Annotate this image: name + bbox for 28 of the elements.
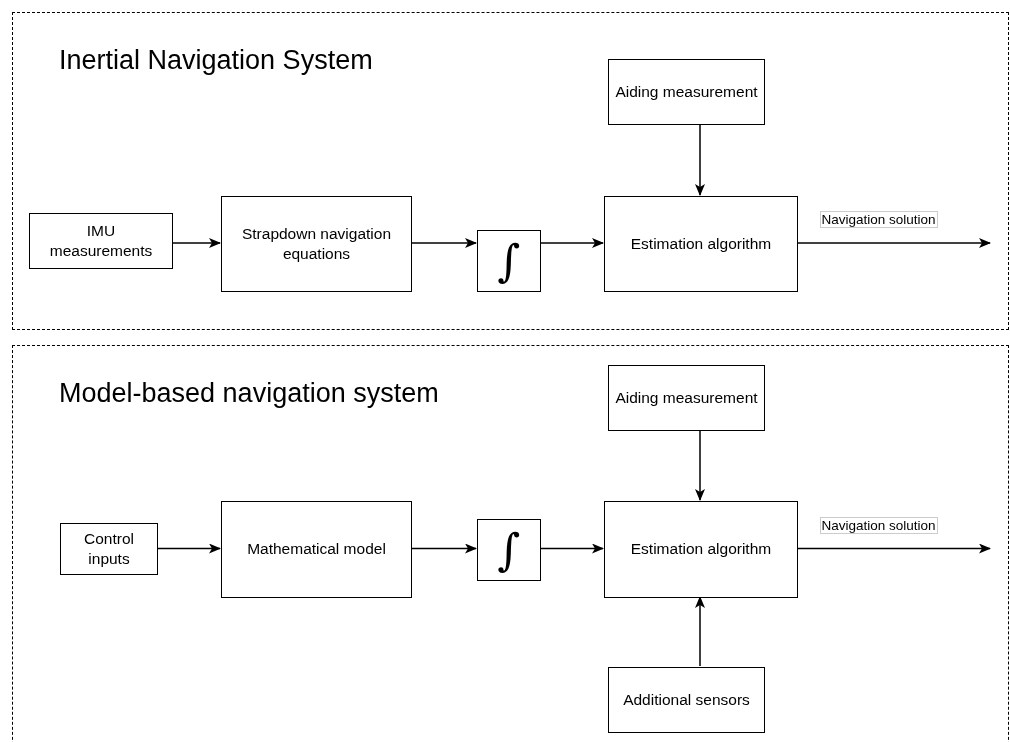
arrow: [410, 238, 477, 248]
group-heading: Inertial Navigation System: [59, 45, 373, 76]
integrator-box: ∫: [477, 230, 541, 292]
process-box: IMU measurements: [29, 213, 173, 269]
process-box: Strapdown navigation equations: [221, 196, 412, 292]
edge-label: Navigation solution: [819, 516, 938, 534]
edge-label: Navigation solution: [819, 211, 938, 228]
process-box: Estimation algorithm: [604, 501, 798, 598]
process-box: Control inputs: [60, 523, 158, 575]
process-box: Aiding measurement: [608, 59, 765, 125]
dashed-frame: [12, 345, 1009, 742]
arrow: [539, 238, 604, 248]
process-box: Additional sensors: [608, 667, 765, 733]
arrow: [796, 543, 991, 554]
arrow: [539, 543, 604, 554]
integrator-box: ∫: [477, 519, 541, 581]
process-box: Estimation algorithm: [604, 196, 798, 292]
arrow: [796, 238, 991, 248]
arrow: [695, 123, 705, 196]
dashed-frame: [12, 12, 1009, 330]
group-heading: Model-based navigation system: [59, 378, 439, 409]
arrow: [695, 596, 705, 667]
arrow: [171, 238, 221, 248]
arrow: [410, 543, 477, 554]
process-box: Aiding measurement: [608, 365, 765, 431]
arrow: [695, 429, 705, 501]
process-box: Mathematical model: [221, 501, 412, 598]
arrow: [156, 543, 221, 554]
